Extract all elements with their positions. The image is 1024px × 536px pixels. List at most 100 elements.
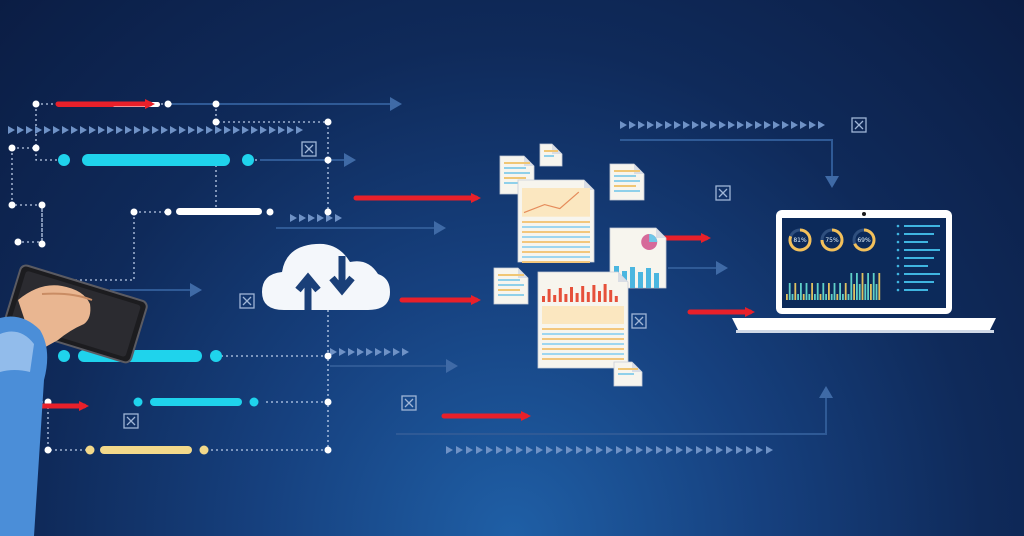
chevron-mark — [586, 446, 593, 454]
chevron-mark — [710, 121, 717, 129]
chevron-mark — [456, 446, 463, 454]
chevron-mark — [496, 446, 503, 454]
dashboard-screen: 81%75%69% — [786, 224, 940, 300]
chevron-mark — [206, 126, 213, 134]
chart-bar — [805, 283, 808, 300]
chevron-mark — [506, 446, 513, 454]
chart-bar — [822, 283, 825, 300]
chevron-mark — [736, 446, 743, 454]
chart-bar — [825, 294, 827, 300]
chevron-mark — [348, 348, 355, 356]
chevron-mark — [71, 126, 78, 134]
chevron-mark — [287, 126, 294, 134]
list-line — [904, 241, 928, 243]
chart-bar — [828, 283, 830, 300]
chevron-mark — [125, 126, 132, 134]
chevron-mark — [330, 348, 337, 356]
chevron-mark — [766, 446, 773, 454]
chevron-mark — [696, 446, 703, 454]
chevron-mark — [656, 121, 663, 129]
chevron-mark — [402, 348, 409, 356]
chevron-mark — [8, 126, 15, 134]
chevron-mark — [188, 126, 195, 134]
gauge: 69% — [852, 228, 876, 252]
list-bullet — [896, 224, 900, 228]
close-icon — [239, 293, 255, 309]
chevron-mark — [357, 348, 364, 356]
chevron-mark — [719, 121, 726, 129]
status-bars — [56, 102, 262, 455]
chevron-mark — [773, 121, 780, 129]
gauge-label: 69% — [857, 237, 871, 244]
chevron-mark — [339, 348, 346, 356]
chevron-mark — [26, 126, 33, 134]
chart-bar — [839, 283, 841, 300]
chart-bar — [808, 294, 811, 300]
chevron-mark — [269, 126, 276, 134]
gauge: 75% — [820, 228, 844, 252]
chevron-mark — [716, 446, 723, 454]
chart-bar — [875, 284, 878, 300]
chevron-mark — [620, 121, 627, 129]
chevron-mark — [44, 126, 51, 134]
chevron-mark — [674, 121, 681, 129]
chevron-mark — [556, 446, 563, 454]
chevron-mark — [233, 126, 240, 134]
chart-bar — [844, 283, 847, 300]
chevron-mark — [728, 121, 735, 129]
chevron-mark — [296, 126, 303, 134]
list-bullet — [896, 288, 900, 292]
document-icon — [517, 179, 595, 263]
list-bullet — [896, 280, 900, 284]
list-bullet — [896, 232, 900, 236]
chart-bar — [794, 283, 797, 300]
list-bullet — [896, 248, 900, 252]
chevron-mark — [134, 126, 141, 134]
chevron-mark — [143, 126, 150, 134]
chart-bar — [856, 273, 858, 300]
chart-bar — [836, 294, 839, 300]
chevron-mark — [636, 446, 643, 454]
chart-bar — [872, 273, 875, 300]
chevron-mark — [366, 348, 373, 356]
chevron-mark — [53, 126, 60, 134]
chevron-mark — [308, 214, 315, 222]
close-icon — [851, 117, 867, 133]
document-icon — [539, 143, 563, 167]
list-bullet — [896, 256, 900, 260]
chevron-mark — [746, 446, 753, 454]
gauge-label: 75% — [825, 237, 839, 244]
chart-bar — [867, 273, 869, 300]
chart-bar — [816, 283, 819, 300]
chevron-mark — [260, 126, 267, 134]
chevron-mark — [755, 121, 762, 129]
chevron-mark — [683, 121, 690, 129]
close-icon — [401, 395, 417, 411]
list-bullet — [896, 272, 900, 276]
chevron-mark — [326, 214, 333, 222]
chevron-mark — [526, 446, 533, 454]
chevron-mark — [646, 446, 653, 454]
document-icon — [609, 163, 645, 201]
chevron-mark — [89, 126, 96, 134]
chevron-mark — [197, 126, 204, 134]
chevron-mark — [576, 446, 583, 454]
document-icon — [613, 361, 643, 387]
chart-bar — [861, 273, 864, 300]
chart-bar — [788, 283, 791, 300]
chevron-mark — [800, 121, 807, 129]
chevron-mark — [566, 446, 573, 454]
chart-bar — [830, 294, 833, 300]
chart-bar — [842, 294, 844, 300]
chevron-mark — [476, 446, 483, 454]
chart-bar — [878, 273, 881, 300]
chevron-mark — [756, 446, 763, 454]
list-line — [904, 281, 934, 283]
list-line — [904, 257, 934, 259]
chevron-mark — [299, 214, 306, 222]
chevron-mark — [626, 446, 633, 454]
documents — [493, 143, 667, 387]
chevron-mark — [384, 348, 391, 356]
chevron-mark — [317, 214, 324, 222]
